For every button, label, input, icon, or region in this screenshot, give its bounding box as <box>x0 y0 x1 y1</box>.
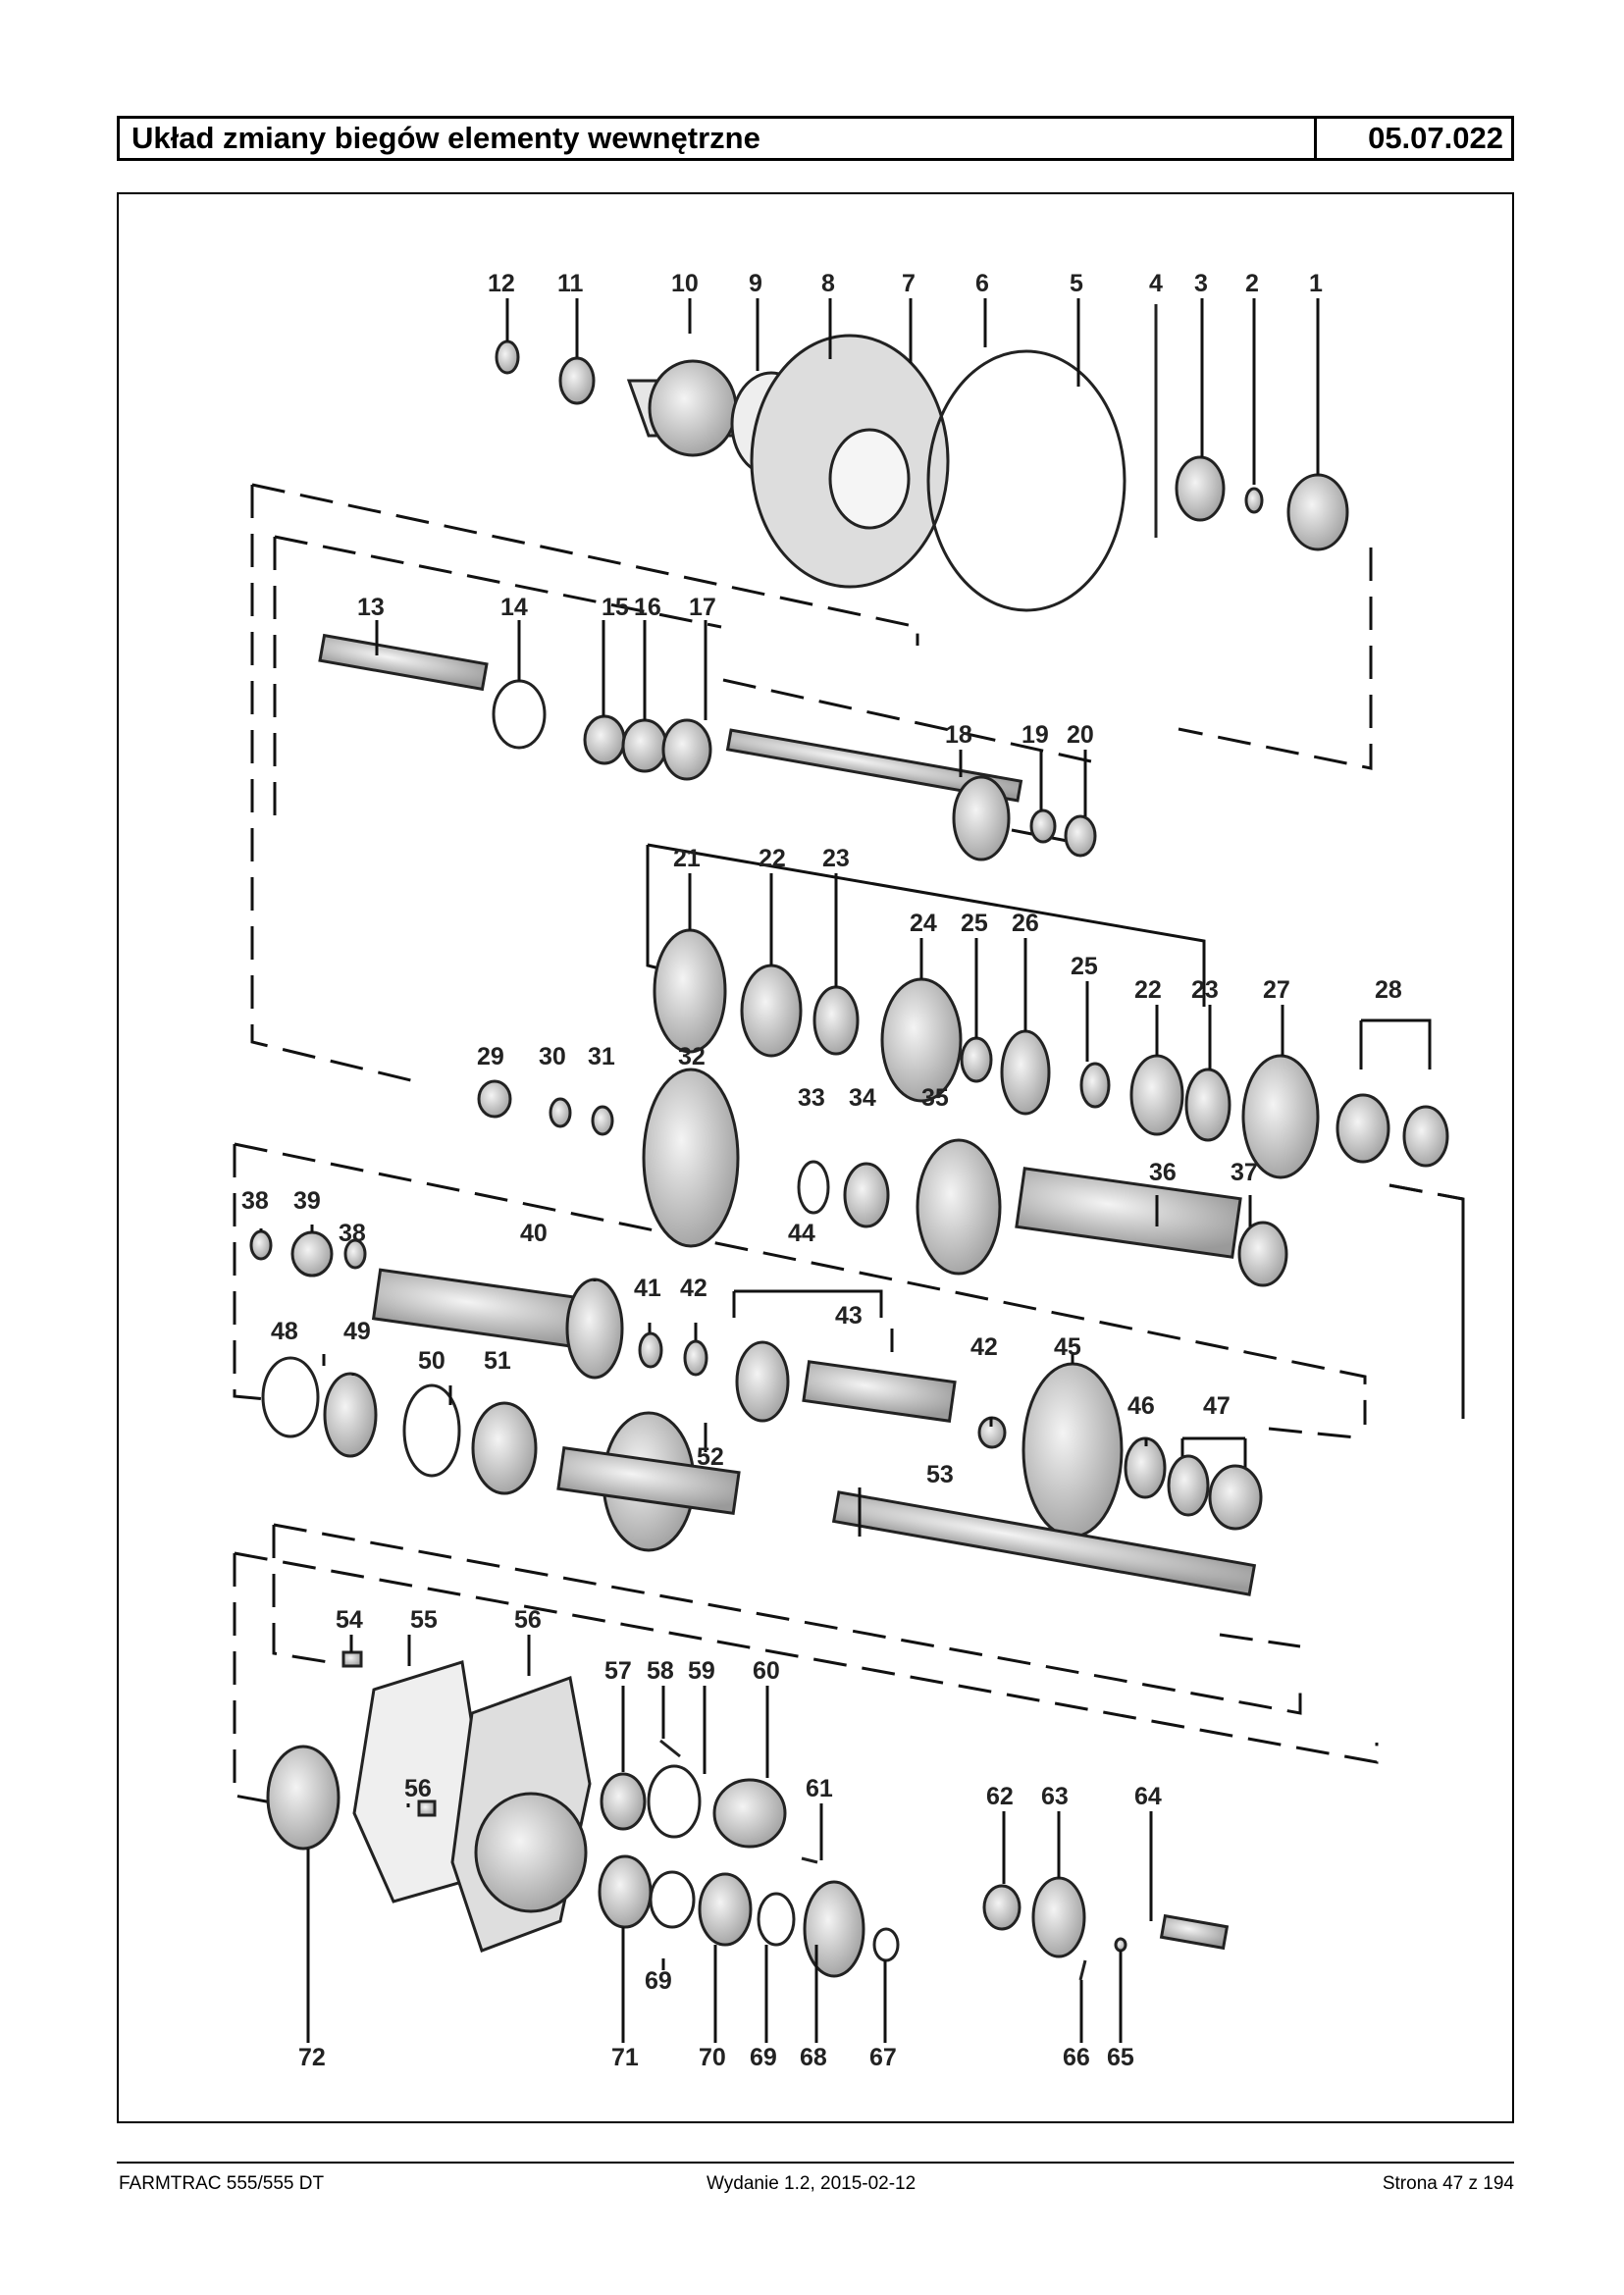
section-code: 05.07.022 <box>1368 121 1503 155</box>
callout-33: 33 <box>798 1084 825 1112</box>
exploded-diagram-frame: 12 11 10 9 8 7 6 5 4 3 2 1 13 14 15 16 1… <box>117 192 1514 2123</box>
callout-31: 31 <box>588 1043 615 1070</box>
callout-2: 2 <box>1245 270 1259 297</box>
footer-divider <box>117 2162 1514 2164</box>
callout-70: 70 <box>699 2044 726 2071</box>
footer-page-number: Strona 47 z 194 <box>1382 2173 1514 2194</box>
callout-72: 72 <box>298 2044 326 2071</box>
callout-labels: 12 11 10 9 8 7 6 5 4 3 2 1 13 14 15 16 1… <box>241 270 1402 2071</box>
callout-23: 23 <box>822 845 850 872</box>
callout-67: 67 <box>869 2044 897 2071</box>
callout-58: 58 <box>647 1657 674 1685</box>
callout-48: 48 <box>271 1318 298 1345</box>
callout-64: 64 <box>1134 1783 1162 1810</box>
callout-65: 65 <box>1107 2044 1134 2071</box>
callout-56: 56 <box>514 1606 542 1634</box>
callout-34: 34 <box>849 1084 876 1112</box>
callout-32: 32 <box>678 1043 706 1070</box>
callout-52: 52 <box>697 1443 724 1471</box>
callout-35: 35 <box>921 1084 949 1112</box>
callout-19: 19 <box>1022 721 1049 749</box>
callout-63: 63 <box>1041 1783 1069 1810</box>
callout-30: 30 <box>539 1043 566 1070</box>
callout-61: 61 <box>806 1775 833 1802</box>
callout-66: 66 <box>1063 2044 1090 2071</box>
callout-69b: 69 <box>750 2044 777 2071</box>
callout-60: 60 <box>753 1657 780 1685</box>
callout-16: 16 <box>634 594 661 621</box>
callout-46: 46 <box>1127 1392 1155 1420</box>
callout-54: 54 <box>336 1606 363 1634</box>
callout-68: 68 <box>800 2044 827 2071</box>
callout-49: 49 <box>343 1318 371 1345</box>
callout-22b: 22 <box>1134 976 1162 1004</box>
callout-69: 69 <box>645 1967 672 1995</box>
callout-39: 39 <box>293 1187 321 1215</box>
callout-5: 5 <box>1070 270 1083 297</box>
callout-50: 50 <box>418 1347 445 1375</box>
callout-47: 47 <box>1203 1392 1231 1420</box>
callout-36: 36 <box>1149 1159 1177 1186</box>
callout-6: 6 <box>975 270 989 297</box>
callout-4: 4 <box>1149 270 1163 297</box>
callout-25b: 25 <box>1071 953 1098 980</box>
callout-8: 8 <box>821 270 835 297</box>
callout-37: 37 <box>1231 1159 1258 1186</box>
callout-18: 18 <box>945 721 972 749</box>
callout-62: 62 <box>986 1783 1014 1810</box>
callout-15: 15 <box>602 594 629 621</box>
callout-9: 9 <box>749 270 762 297</box>
callout-57: 57 <box>604 1657 632 1685</box>
callout-55: 55 <box>410 1606 438 1634</box>
footer-model: FARMTRAC 555/555 DT <box>119 2173 325 2194</box>
callout-44: 44 <box>788 1220 815 1247</box>
callout-25: 25 <box>961 910 988 937</box>
callout-53: 53 <box>926 1461 954 1488</box>
callout-20: 20 <box>1067 721 1094 749</box>
callout-56b: 56 <box>404 1775 432 1802</box>
callout-42b: 42 <box>970 1333 998 1361</box>
callout-7: 7 <box>902 270 916 297</box>
callout-12: 12 <box>488 270 515 297</box>
exploded-parts-diagram: 12 11 10 9 8 7 6 5 4 3 2 1 13 14 15 16 1… <box>233 270 1465 2071</box>
footer-edition: Wydanie 1.2, 2015-02-12 <box>707 2173 917 2194</box>
callout-3: 3 <box>1194 270 1208 297</box>
callout-23b: 23 <box>1191 976 1219 1004</box>
callout-11: 11 <box>557 270 584 297</box>
callout-45: 45 <box>1054 1333 1081 1361</box>
callout-29: 29 <box>477 1043 504 1070</box>
page-title: Układ zmiany biegów elementy wewnętrzne <box>120 119 1317 158</box>
callout-17: 17 <box>689 594 716 621</box>
parts <box>249 304 1449 1981</box>
page-header: Układ zmiany biegów elementy wewnętrzne … <box>117 116 1514 161</box>
callout-51: 51 <box>484 1347 511 1375</box>
callout-42: 42 <box>680 1275 707 1302</box>
callout-28: 28 <box>1375 976 1402 1004</box>
callout-21: 21 <box>673 845 701 872</box>
callout-22: 22 <box>759 845 786 872</box>
callout-13: 13 <box>357 594 385 621</box>
callout-10: 10 <box>671 270 699 297</box>
callout-38b: 38 <box>339 1220 366 1247</box>
callout-14: 14 <box>500 594 528 621</box>
callout-43: 43 <box>835 1302 863 1330</box>
callout-24: 24 <box>910 910 937 937</box>
callout-26: 26 <box>1012 910 1039 937</box>
callout-40: 40 <box>520 1220 548 1247</box>
callout-1: 1 <box>1309 270 1323 297</box>
callout-27: 27 <box>1263 976 1290 1004</box>
callout-38: 38 <box>241 1187 269 1215</box>
leader-lines <box>259 298 1320 2043</box>
callout-59: 59 <box>688 1657 715 1685</box>
callout-71: 71 <box>611 2044 639 2071</box>
callout-41: 41 <box>634 1275 661 1302</box>
